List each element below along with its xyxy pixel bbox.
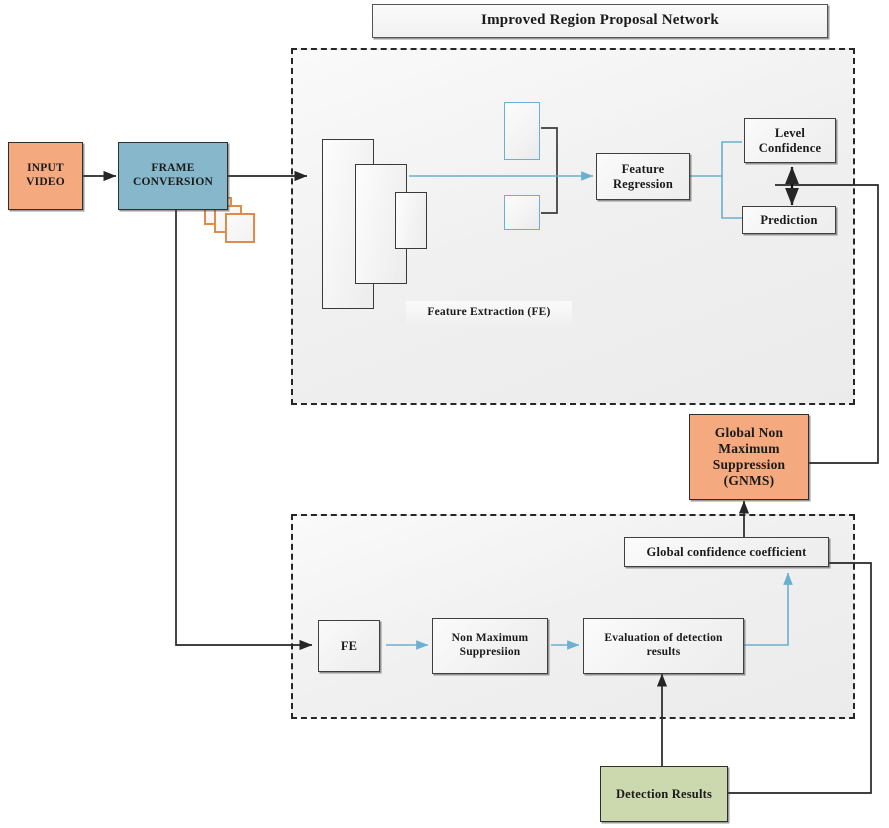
- node-non-maximum-suppression-line-2: Suppresiion: [459, 646, 521, 658]
- node-gnms-line-3: Suppression: [712, 457, 786, 472]
- edge-frame-to-fe-small: [175, 210, 313, 651]
- node-gnms-line-1: Global Non: [714, 425, 784, 441]
- node-fe-small[interactable]: FE: [318, 620, 380, 672]
- edge-regression-to-prediction: [721, 176, 742, 219]
- node-frame-conversion-line-2: CONVERSION: [133, 176, 213, 188]
- node-level-confidence-line-1: Level: [774, 125, 806, 140]
- node-frame-conversion-line-1: FRAME: [151, 162, 195, 175]
- cnn-slab-3: [395, 192, 427, 249]
- edge-evaluation-to-gcc: [744, 572, 793, 646]
- node-fe-small-line-1: FE: [340, 638, 358, 653]
- node-non-maximum-suppression-line-1: Non Maximum: [451, 632, 529, 645]
- node-feature-regression-line-1: Feature: [621, 161, 665, 176]
- node-prediction[interactable]: Prediction: [742, 206, 836, 234]
- node-gnms[interactable]: Global Non Maximum Suppression (GNMS): [689, 414, 809, 500]
- edge-regression-to-levelconf: [721, 141, 742, 176]
- node-level-confidence-line-2: Confidence: [758, 140, 822, 155]
- node-gnms-line-4: (GNMS): [723, 472, 775, 488]
- node-detection-results[interactable]: Detection Results: [600, 766, 728, 822]
- node-global-confidence-coefficient[interactable]: Global confidence coefficient: [624, 537, 829, 567]
- node-non-maximum-suppression[interactable]: Non Maximum Suppresiion: [432, 618, 548, 674]
- node-input-video-line-2: VIDEO: [26, 176, 65, 188]
- node-global-confidence-coefficient-line-1: Global confidence coefficient: [646, 544, 807, 559]
- edge-rpn-to-gnms: [775, 184, 879, 464]
- node-gnms-line-2: Maximum: [718, 441, 780, 457]
- anchor-bracket-top: [541, 127, 558, 214]
- node-evaluation-of-detection-results[interactable]: Evaluation of detection results: [583, 618, 744, 674]
- anchor-box-top: [504, 102, 540, 160]
- node-evaluation-line-2: results: [646, 646, 681, 658]
- node-detection-results-line-1: Detection Results: [615, 786, 713, 801]
- node-evaluation-line-1: Evaluation of detection: [604, 632, 723, 645]
- anchor-box-bottom: [504, 195, 540, 230]
- node-level-confidence[interactable]: Level Confidence: [744, 118, 836, 163]
- node-feature-regression[interactable]: Feature Regression: [596, 153, 690, 200]
- label-feature-extraction: Feature Extraction (FE): [406, 301, 572, 325]
- node-frame-conversion[interactable]: FRAME CONVERSION: [118, 142, 228, 210]
- frame-card-front: [225, 213, 255, 243]
- page-title: Improved Region Proposal Network: [372, 4, 828, 38]
- edge-detection-to-gcc: [728, 562, 872, 794]
- node-input-video-line-1: INPUT: [27, 162, 64, 175]
- node-prediction-line-1: Prediction: [760, 212, 818, 227]
- node-feature-regression-line-2: Regression: [612, 176, 674, 191]
- node-input-video[interactable]: INPUT VIDEO: [8, 142, 83, 210]
